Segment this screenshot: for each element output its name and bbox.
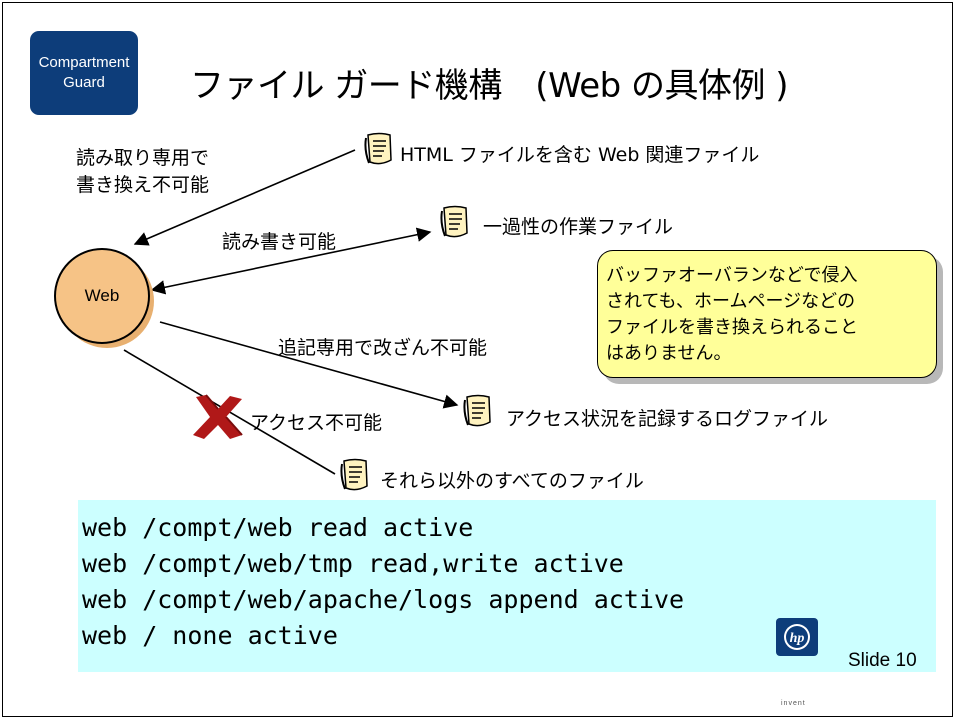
code-line: web /compt/web read active xyxy=(82,513,474,542)
label-append: 追記専用で改ざん不可能 xyxy=(278,337,488,359)
callout-line3: ファイルを書き換えられること xyxy=(606,317,858,338)
document-scroll-icon xyxy=(463,394,491,427)
document-scroll-icon xyxy=(340,458,368,491)
document-scroll-icon xyxy=(364,132,392,165)
hp-logo-text: hp xyxy=(790,631,805,646)
badge-line1: Compartment xyxy=(38,54,130,71)
callout-line2: されても、ホームページなどの xyxy=(606,291,856,312)
web-node-label: Web xyxy=(84,286,120,305)
file-label-other: それら以外のすべてのファイル xyxy=(380,470,644,492)
code-line: web /compt/web/tmp read,write active xyxy=(82,549,624,578)
file-label-log: アクセス状況を記録するログファイル xyxy=(506,408,829,430)
red-x-icon xyxy=(193,394,243,439)
arrow-readwrite xyxy=(150,227,432,295)
file-label-tmp: 一過性の作業ファイル xyxy=(483,216,674,238)
hp-tagline: invent xyxy=(781,700,806,707)
compartment-guard-badge: Compartment Guard xyxy=(30,31,138,115)
hp-logo-icon: hp xyxy=(776,618,818,656)
slide-number: Slide 10 xyxy=(848,650,917,671)
code-line: web /compt/web/apache/logs append active xyxy=(82,585,685,614)
file-label-html: HTML ファイルを含む Web 関連ファイル xyxy=(400,144,760,166)
document-scroll-icon xyxy=(440,205,468,238)
callout-line1: バッファオーバランなどで侵入 xyxy=(606,265,858,286)
label-readonly-line2: 書き換え不可能 xyxy=(76,174,210,196)
label-no-access: アクセス不可能 xyxy=(250,412,383,434)
label-readonly: 読み取り専用で 書き換え不可能 xyxy=(76,145,209,199)
callout-line4: はありません。 xyxy=(606,343,732,364)
badge-line2: Guard xyxy=(63,74,105,91)
slide-title: ファイル ガード機構 (Web の具体例 ) xyxy=(190,66,789,106)
note-callout: バッファオーバランなどで侵入 されても、ホームページなどの ファイルを書き換えら… xyxy=(597,250,937,378)
label-readwrite: 読み書き可能 xyxy=(222,231,337,253)
code-line: web / none active xyxy=(82,621,338,650)
arrow-append xyxy=(159,321,459,409)
label-readonly-line1: 読み取り専用で xyxy=(76,147,210,169)
web-process-node: Web xyxy=(54,248,154,348)
